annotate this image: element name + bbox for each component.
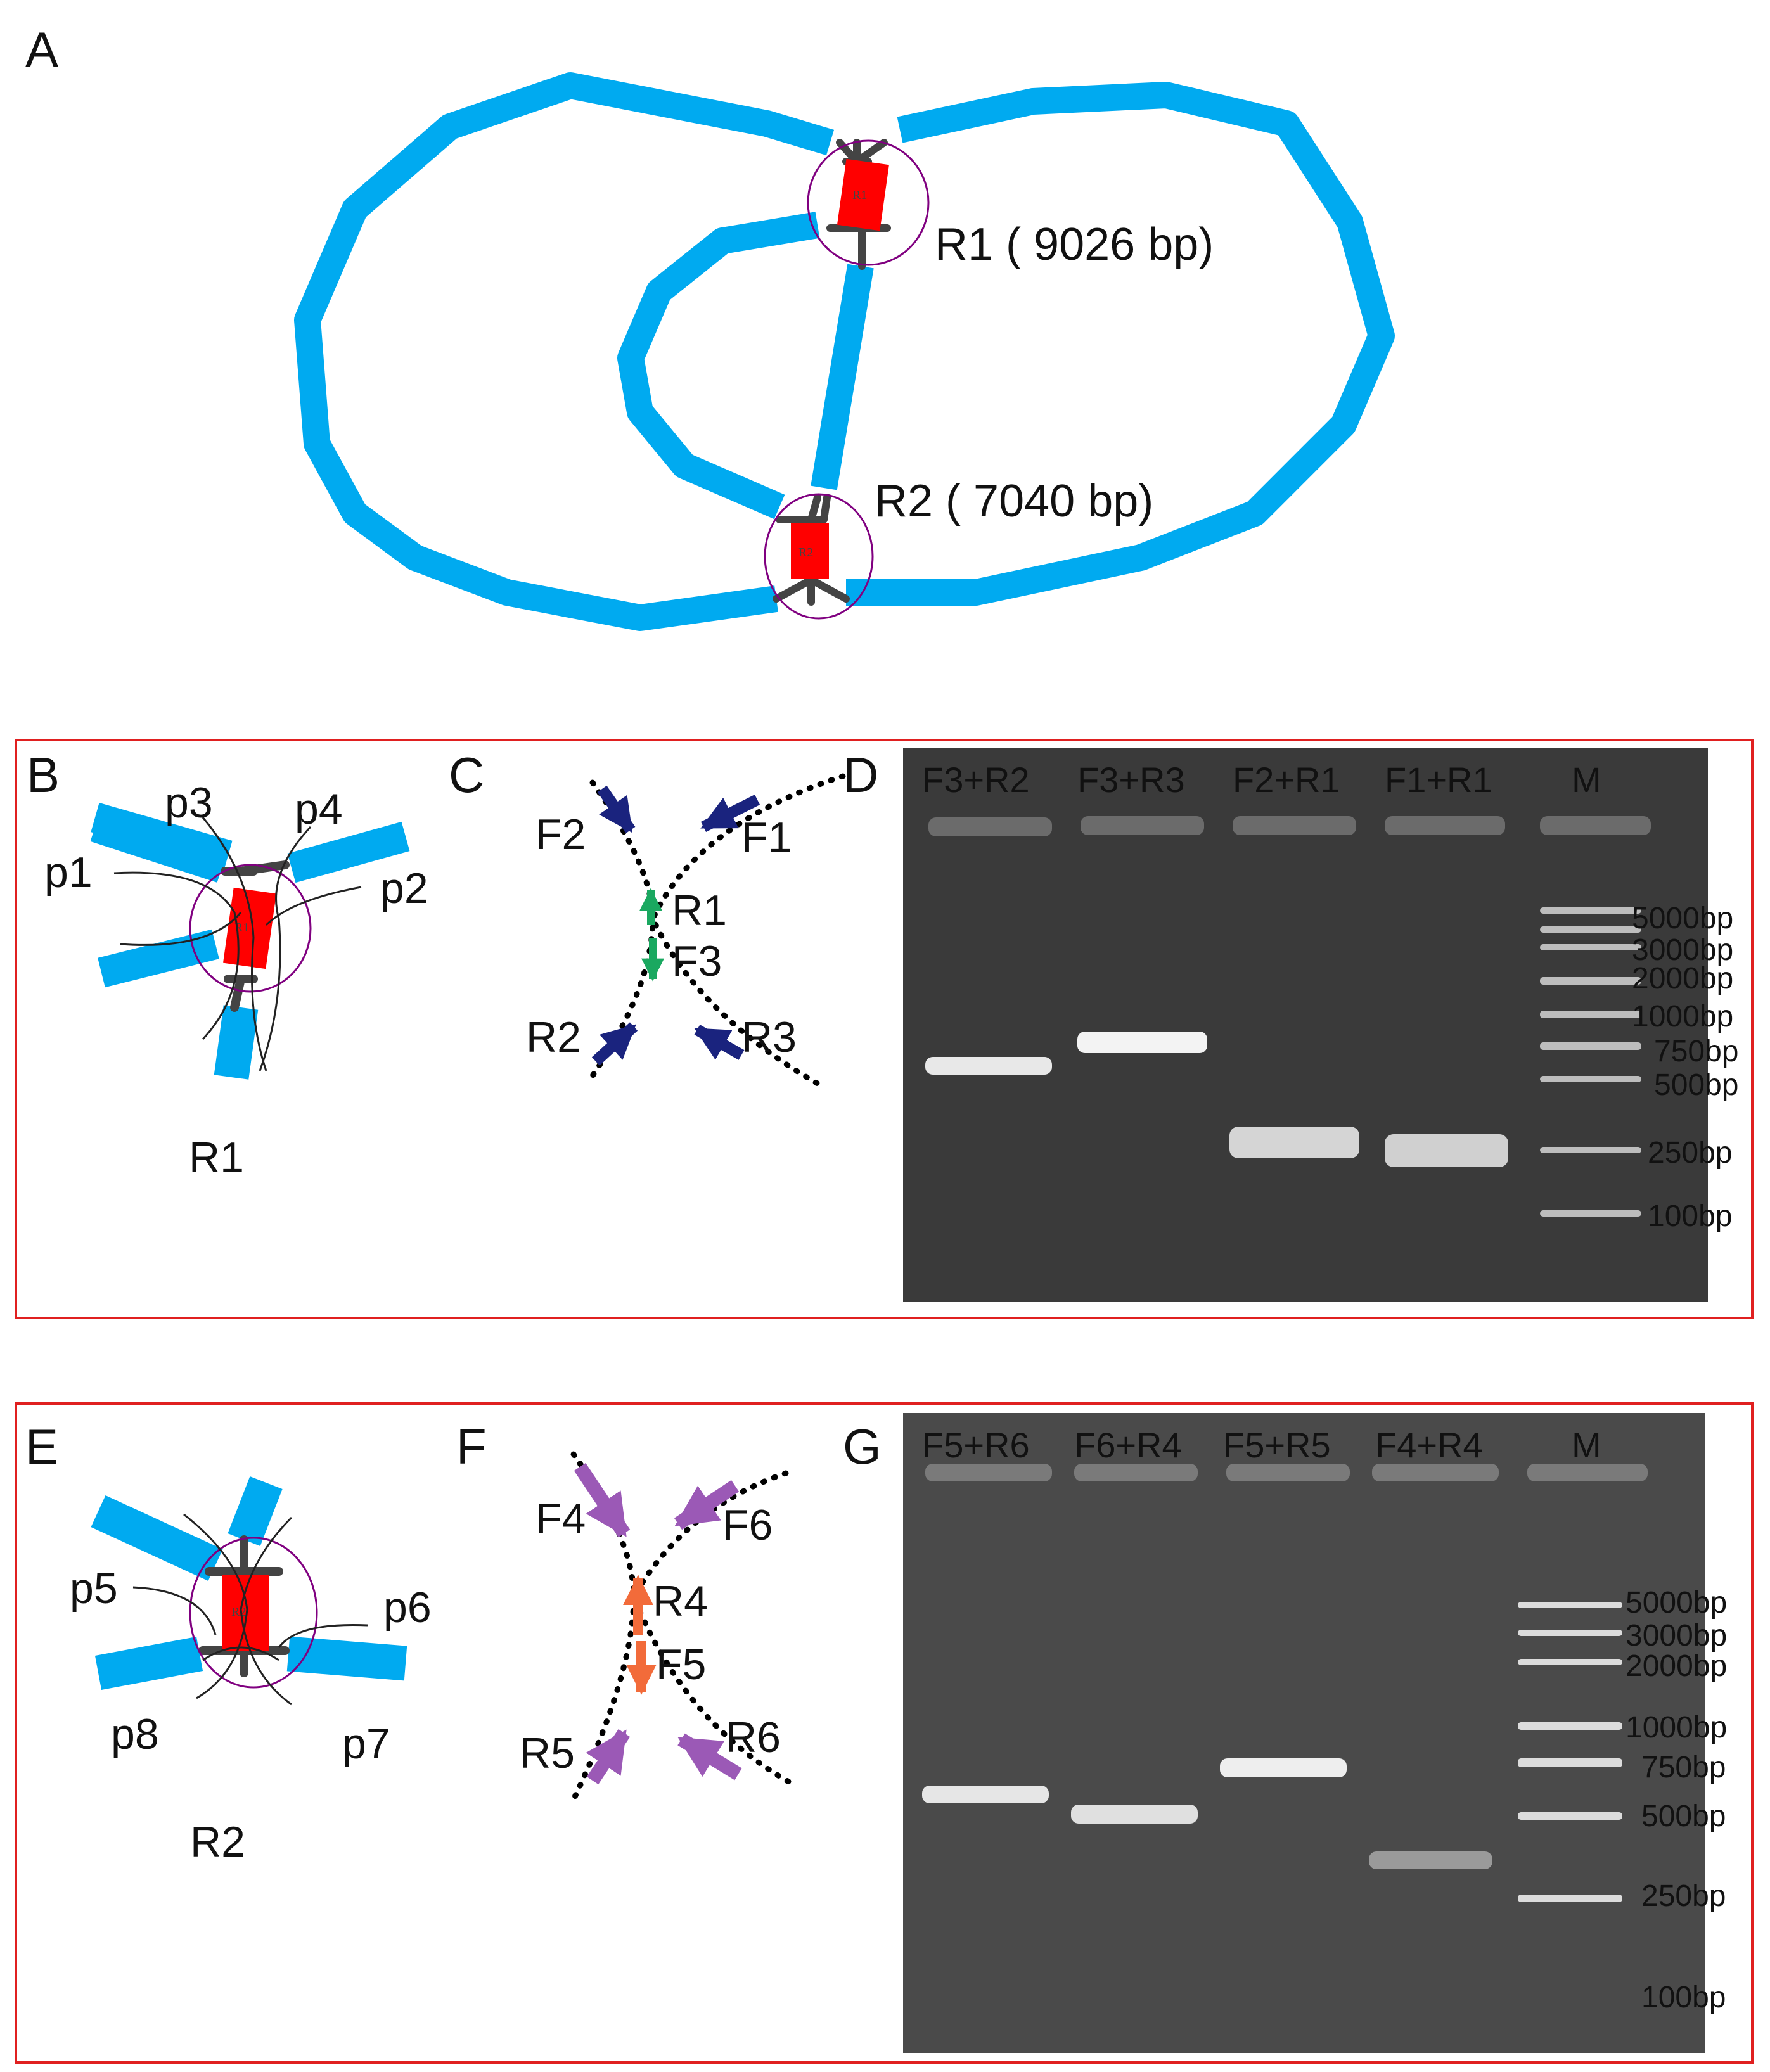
- panel-efg-frame: [15, 1402, 1754, 2064]
- c-label-f3: F3: [672, 937, 722, 985]
- r2-box-label: R2: [798, 546, 813, 560]
- gel-d-ladder-bands: [1540, 907, 1641, 1217]
- panel-letter-a: A: [25, 22, 58, 77]
- panel-letter-f: F: [456, 1419, 487, 1474]
- e-box-label: R2: [231, 1605, 246, 1619]
- plasmid-inner-arc: [617, 212, 820, 520]
- primer-p1: p1: [44, 848, 93, 897]
- f-label-f6: F6: [722, 1501, 773, 1549]
- primer-p3: p3: [165, 779, 213, 827]
- r1-size-label: R1 ( 9026 bp): [935, 219, 1214, 270]
- f-label-r6: R6: [726, 1713, 781, 1762]
- panel-letter-g: G: [843, 1419, 882, 1474]
- b-caption: R1: [189, 1134, 244, 1182]
- panel-letter-e: E: [25, 1419, 58, 1474]
- r1-circle: [807, 139, 930, 266]
- panel-d: D F3+R2 F3+R3 F2+R1 F1+R1 M: [843, 747, 1738, 1302]
- panel-a: A R1 R1 ( 9026 bp) R2 R2 ( 7040 bp): [25, 22, 1395, 631]
- f-label-f4: F4: [535, 1495, 586, 1543]
- f-label-f5: F5: [656, 1640, 706, 1689]
- gel-d-lane-3: F2+R1: [1233, 760, 1340, 800]
- gel-g-lane-2: F6+R4: [1074, 1425, 1182, 1465]
- panel-letter-c: C: [449, 747, 484, 803]
- e-circle: [189, 1537, 318, 1689]
- gel-d: [903, 748, 1708, 1302]
- gel-g-ladder-labels: 5000bp 3000bp 2000bp 1000bp 750bp 500bp …: [1626, 1586, 1727, 2014]
- c-label-r1: R1: [672, 886, 727, 935]
- plasmid-middle-strand: [811, 264, 874, 490]
- gel-g-lane-3: F5+R5: [1223, 1425, 1331, 1465]
- gel-g-wells: [925, 1464, 1648, 1481]
- gel-g-ladder-250: 250bp: [1641, 1879, 1726, 1913]
- gel-g: [903, 1413, 1705, 2053]
- gel-g-lane-5: M: [1572, 1425, 1601, 1465]
- plasmid-outer-right-arc: [846, 82, 1395, 606]
- primer-p5: p5: [70, 1564, 118, 1613]
- primer-p6: p6: [383, 1583, 432, 1632]
- panel-letter-b: B: [27, 747, 60, 803]
- c-label-f2: F2: [535, 810, 586, 859]
- gel-d-ladder-250: 250bp: [1648, 1136, 1732, 1170]
- f-label-r4: R4: [653, 1577, 708, 1625]
- c-label-r2: R2: [526, 1013, 581, 1061]
- primer-p8: p8: [111, 1710, 159, 1758]
- gel-g-lane-4: F4+R4: [1375, 1425, 1483, 1465]
- gel-g-ladder-bands: [1518, 1602, 1622, 1902]
- gel-g-ladder-750: 750bp: [1641, 1751, 1726, 1784]
- gel-d-lane-5: M: [1572, 760, 1601, 800]
- r2-size-label: R2 ( 7040 bp): [875, 476, 1153, 527]
- primer-p4: p4: [295, 785, 343, 833]
- e-caption: R2: [190, 1818, 245, 1866]
- f-label-r5: R5: [520, 1729, 575, 1777]
- gel-d-ladder-5000: 5000bp: [1632, 902, 1733, 935]
- primer-p2: p2: [380, 864, 428, 912]
- gel-d-ladder-3000: 3000bp: [1632, 933, 1733, 967]
- gel-d-lane-4: F1+R1: [1385, 760, 1492, 800]
- gel-d-ladder-2000: 2000bp: [1632, 962, 1733, 995]
- panel-letter-d: D: [843, 747, 878, 803]
- gel-d-lane-2: F3+R3: [1077, 760, 1185, 800]
- gel-d-sample-bands: [925, 1032, 1508, 1167]
- gel-g-sample-bands: [922, 1758, 1492, 1869]
- b-circle: [189, 864, 312, 993]
- gel-d-ladder-750: 750bp: [1654, 1035, 1738, 1068]
- c-label-r3: R3: [741, 1013, 797, 1061]
- primer-p7: p7: [342, 1720, 390, 1768]
- gel-g-ladder-3000: 3000bp: [1626, 1619, 1727, 1653]
- r1-junction: R1: [807, 139, 930, 270]
- gel-g-lane-1: F5+R6: [922, 1425, 1030, 1465]
- panel-b: B R1 p1 p2 p3 p4 R1: [27, 747, 428, 1182]
- gel-g-ladder-5000: 5000bp: [1626, 1586, 1727, 1620]
- plasmid-outer-left-arc: [294, 72, 835, 631]
- c-label-f1: F1: [741, 814, 792, 862]
- panel-e: E R2 p5 p6 p7 p8 R2: [25, 1419, 432, 1866]
- panel-g: G F5+R6 F6+R4 F5+R5 F4+R4 M: [843, 1413, 1727, 2053]
- gel-g-ladder-1000: 1000bp: [1626, 1711, 1727, 1744]
- gel-d-wells: [928, 816, 1651, 836]
- panel-bcd-frame: [15, 739, 1754, 1319]
- r2-junction: R2: [764, 493, 874, 620]
- gel-d-ladder-100: 100bp: [1648, 1199, 1732, 1233]
- r1-box-label: R1: [852, 188, 867, 202]
- panel-c: C F2 F1 R1 F3 R2 R3: [449, 747, 846, 1087]
- gel-g-ladder-2000: 2000bp: [1626, 1649, 1727, 1683]
- gel-d-ladder-1000: 1000bp: [1632, 1000, 1733, 1033]
- gel-d-ladder-labels: 5000bp 3000bp 2000bp 1000bp 750bp 500bp …: [1632, 902, 1738, 1233]
- r2-circle: [764, 493, 874, 620]
- gel-d-lane-1: F3+R2: [922, 760, 1030, 800]
- panel-f: F F4 F6 R4 F5 R5 R6: [456, 1419, 795, 1803]
- gel-d-ladder-500: 500bp: [1654, 1068, 1738, 1102]
- gel-g-ladder-100: 100bp: [1641, 1981, 1726, 2014]
- gel-g-ladder-500: 500bp: [1641, 1800, 1726, 1833]
